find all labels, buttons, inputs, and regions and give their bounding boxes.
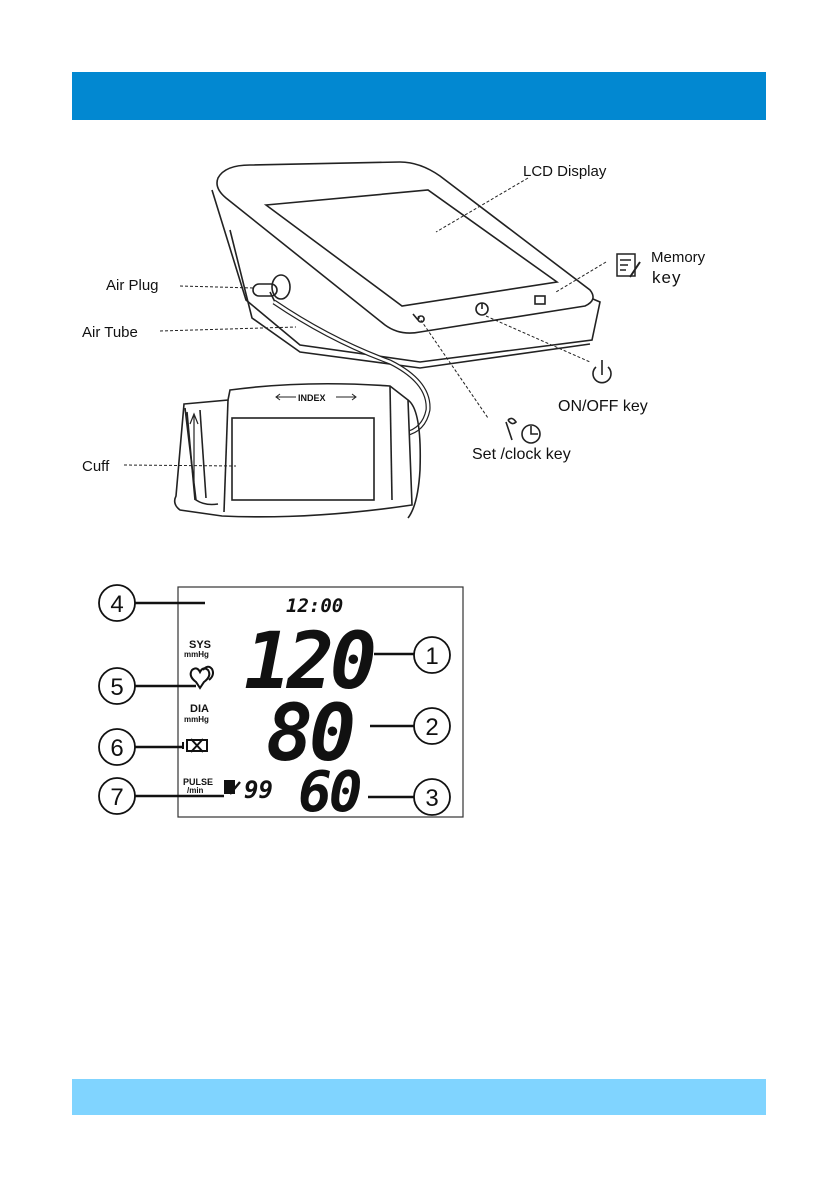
lcd-pulse-unit: /min bbox=[187, 786, 204, 795]
lcd-dia-label: DIA bbox=[190, 703, 209, 715]
callout-2: 2 bbox=[425, 714, 438, 741]
set-clock-key-label: Set /clock key bbox=[472, 446, 571, 463]
cuff-label: Cuff bbox=[82, 458, 110, 475]
footer-bar bbox=[72, 1079, 766, 1115]
index-label: INDEX bbox=[298, 393, 326, 403]
movement-icon bbox=[183, 739, 207, 752]
callout-1: 1 bbox=[425, 643, 438, 670]
callout-5: 5 bbox=[110, 674, 123, 701]
callout-7: 7 bbox=[110, 784, 123, 811]
lcd-memory-icon bbox=[224, 780, 240, 794]
callout-3: 3 bbox=[425, 785, 438, 812]
power-icon bbox=[593, 360, 611, 383]
lcd-pulse-value: 60 bbox=[298, 760, 361, 825]
air-plug-label: Air Plug bbox=[106, 277, 159, 294]
memory-label: Memory bbox=[651, 249, 706, 266]
wrench-clock-icon bbox=[506, 418, 540, 443]
callout-6: 6 bbox=[110, 735, 123, 762]
memory-icon bbox=[617, 254, 640, 277]
lcd-memory-number: 99 bbox=[244, 776, 273, 804]
lcd-dia-unit: mmHg bbox=[184, 715, 209, 724]
air-tube-label: Air Tube bbox=[82, 324, 138, 341]
on-off-key-label: ON/OFF key bbox=[558, 398, 648, 415]
memory-key-label: key bbox=[652, 268, 681, 287]
lcd-sys-unit: mmHg bbox=[184, 650, 209, 659]
callout-4: 4 bbox=[110, 591, 123, 618]
lcd-display-label: LCD Display bbox=[523, 163, 607, 180]
blood-pressure-monitor bbox=[175, 162, 600, 518]
lcd-time: 12:00 bbox=[286, 595, 343, 617]
